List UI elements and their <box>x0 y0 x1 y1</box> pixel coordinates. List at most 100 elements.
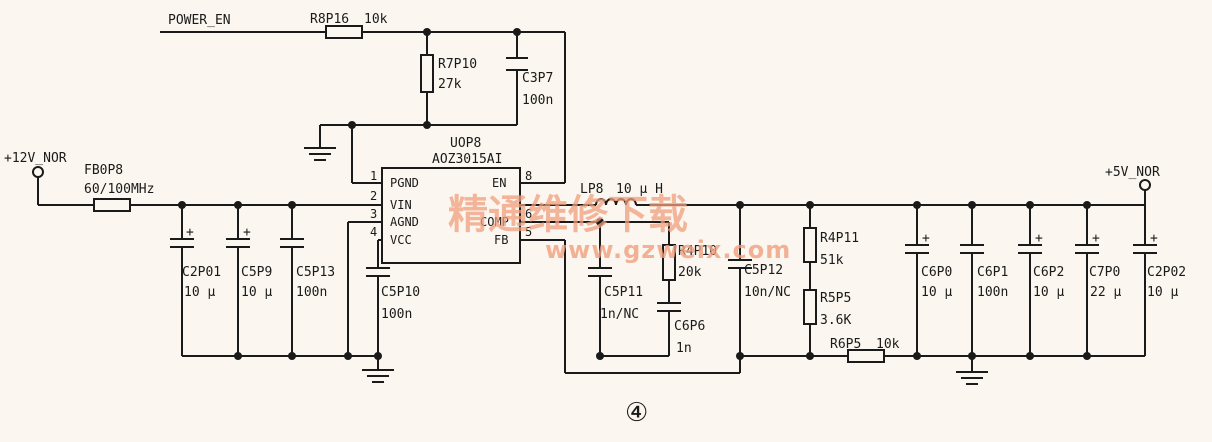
component-ref: C2P01 <box>182 265 221 280</box>
capacitor-c2p01 <box>170 238 194 248</box>
polarity-mark: + <box>1092 231 1100 246</box>
polarity-mark: + <box>1150 231 1158 246</box>
capacitor-c5p11 <box>588 267 612 277</box>
capacitor-c6p1 <box>960 244 984 254</box>
ic-pin-name: EN <box>492 176 506 190</box>
component-value: 100n <box>296 285 327 300</box>
component-ref: C6P6 <box>674 319 705 334</box>
component-value: 10n/NC <box>744 285 791 300</box>
ic-pin-number: 2 <box>370 189 377 203</box>
component-value: 100n <box>522 93 553 108</box>
ic-pin-name: VIN <box>390 198 412 212</box>
ic-pin-name: PGND <box>390 176 419 190</box>
component-ref: R7P10 <box>438 57 477 72</box>
component-ref: R4P11 <box>820 231 859 246</box>
component-value: 10 µ <box>921 285 952 300</box>
component-ref: C6P2 <box>1033 265 1064 280</box>
wires <box>37 31 1146 374</box>
vout-terminal <box>1139 179 1151 191</box>
component-value: 10 µ <box>1147 285 1178 300</box>
capacitor-c5p10 <box>366 267 390 277</box>
figure-marker: ④ <box>625 398 648 428</box>
resistor-r8p16 <box>325 25 363 39</box>
capacitor-c7p0 <box>1075 244 1099 254</box>
component-value: 27k <box>438 77 462 92</box>
capacitor-c6p2 <box>1018 244 1042 254</box>
component-ref: C2P02 <box>1147 265 1186 280</box>
component-ref: FB0P8 <box>84 163 123 178</box>
component-ref: C6P1 <box>977 265 1008 280</box>
component-value: 22 µ <box>1090 285 1121 300</box>
component-value: 100n <box>977 285 1008 300</box>
resistor-r7p10 <box>420 54 434 93</box>
component-value: 100n <box>381 307 412 322</box>
component-ref: C5P13 <box>296 265 335 280</box>
component-value: 10k <box>876 337 900 352</box>
component-value: 20k <box>678 265 702 280</box>
component-ref: C3P7 <box>522 71 553 86</box>
capacitor-c3p7 <box>506 57 528 71</box>
polarity-mark: + <box>922 231 930 246</box>
component-ref: C7P0 <box>1089 265 1120 280</box>
ic-pin-number: 3 <box>370 207 377 221</box>
ic-uop8-body <box>381 167 521 264</box>
net-label-vout: +5V_NOR <box>1105 165 1160 180</box>
resistor-r4p10 <box>662 244 676 281</box>
watermark-url: www.gzweix.com <box>545 236 791 264</box>
ic-ref: UOP8 <box>450 136 481 151</box>
component-value: 10 µ <box>1033 285 1064 300</box>
resistor-r4p11 <box>803 227 817 263</box>
ic-part: AOZ3015AI <box>432 152 502 167</box>
vin-terminal <box>32 166 44 178</box>
ic-pin-number: 5 <box>525 225 532 239</box>
capacitor-c2p02 <box>1133 244 1157 254</box>
ferrite-bead-fb0p8 <box>93 198 131 212</box>
component-value: 1n <box>676 341 692 356</box>
component-ref: C5P12 <box>744 263 783 278</box>
component-value: 51k <box>820 253 844 268</box>
ground-icon <box>956 371 988 385</box>
ic-pin-number: 4 <box>370 225 377 239</box>
ic-pin-name: AGND <box>390 215 419 229</box>
component-value: 3.6K <box>820 313 851 328</box>
component-value: 10 µ <box>241 285 272 300</box>
polarity-mark: + <box>243 225 251 240</box>
ic-pin-name: VCC <box>390 233 412 247</box>
ground-icon <box>304 147 336 161</box>
component-ref: R5P5 <box>820 291 851 306</box>
net-label-power-en: POWER_EN <box>168 13 231 28</box>
junctions <box>178 28 1091 360</box>
capacitor-c5p13 <box>280 238 304 248</box>
polarity-mark: + <box>186 225 194 240</box>
component-ref: R4P10 <box>678 244 717 259</box>
ground-icon <box>362 369 394 383</box>
component-value: 60/100MHz <box>84 182 154 197</box>
component-ref: R6P5 <box>830 337 861 352</box>
component-ref: LP8 <box>580 182 603 197</box>
component-ref: C5P9 <box>241 265 272 280</box>
component-ref: C5P11 <box>604 285 643 300</box>
watermark-text: 精通维修下载 <box>448 192 688 238</box>
component-ref: C6P0 <box>921 265 952 280</box>
ic-pin-number: 1 <box>370 169 377 183</box>
polarity-mark: + <box>1035 231 1043 246</box>
component-ref: C5P10 <box>381 285 420 300</box>
capacitor-c6p0 <box>905 244 929 254</box>
capacitor-c6p6 <box>657 302 681 312</box>
inductor-lp8 <box>595 198 637 206</box>
component-value: 10k <box>364 12 388 27</box>
component-value: 10 µ H <box>616 182 663 197</box>
ic-pin-name: FB <box>494 233 508 247</box>
component-ref: R8P16 <box>310 12 349 27</box>
capacitor-c5p12 <box>728 259 752 269</box>
component-value: 10 µ <box>184 285 215 300</box>
ic-pin-number: 6 <box>525 207 532 221</box>
ic-pin-number: 8 <box>525 169 532 183</box>
resistor-r6p5 <box>847 349 885 363</box>
component-value: 1n/NC <box>600 307 639 322</box>
ic-pin-name: COMP <box>480 215 509 229</box>
capacitor-c5p9 <box>226 238 250 248</box>
resistor-r5p5 <box>803 289 817 325</box>
net-label-vin: +12V_NOR <box>4 151 67 166</box>
